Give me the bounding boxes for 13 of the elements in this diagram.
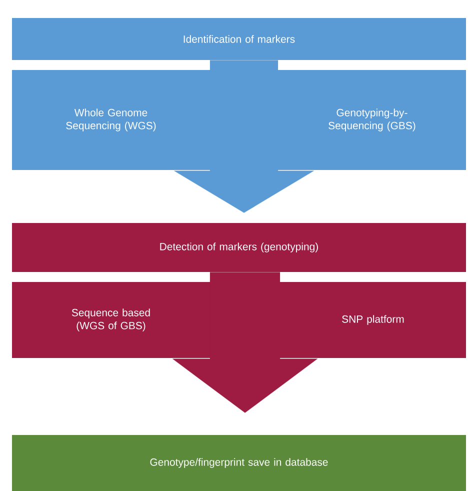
header-banner: Detection of markers (genotyping) xyxy=(12,223,466,272)
result-banner: Genotype/fingerprint save in database xyxy=(12,435,466,491)
node-label: Genotyping-by-Sequencing (GBS) xyxy=(328,108,416,132)
block-arrow xyxy=(174,60,314,213)
process-box: SNP platform xyxy=(280,282,466,358)
process-box: Sequence based (WGS of GBS) xyxy=(12,282,210,358)
block-arrow xyxy=(172,272,318,413)
process-box: Whole Genome Sequencing (WGS) xyxy=(12,70,210,170)
process-box: Genotyping-by-Sequencing (GBS) xyxy=(278,70,466,170)
node-label: Whole Genome Sequencing (WGS) xyxy=(66,108,156,132)
node-label: Sequence based (WGS of GBS) xyxy=(72,308,150,332)
node-label: SNP platform xyxy=(342,315,404,325)
header-banner: Identification of markers xyxy=(12,18,466,60)
